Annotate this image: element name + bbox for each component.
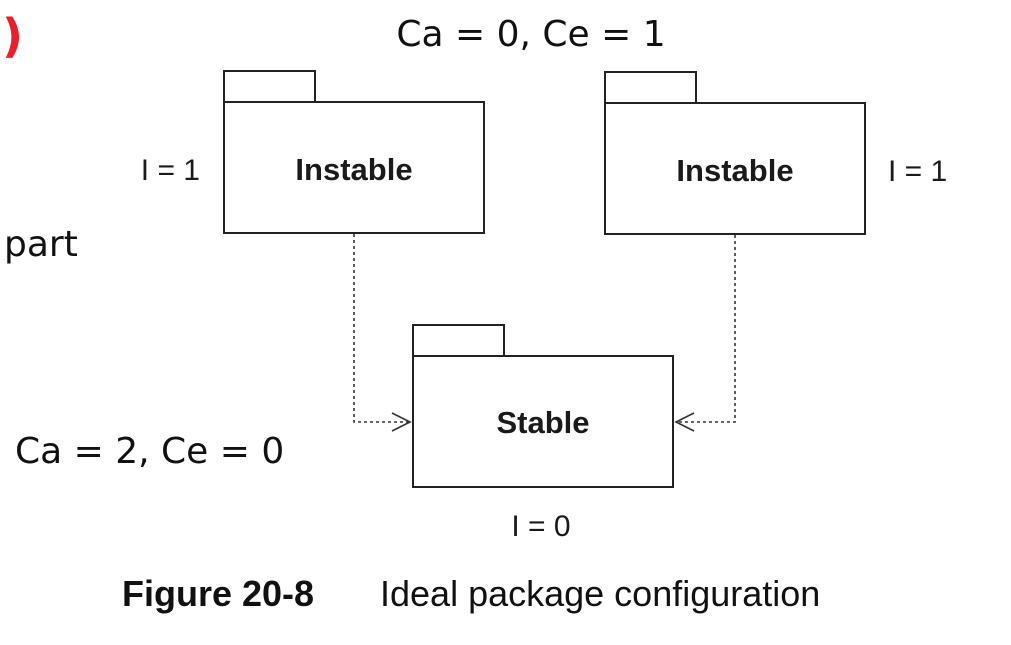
stable-instability-label: I = 0 <box>511 510 570 543</box>
package-name: Instable <box>676 153 793 188</box>
package-tab <box>223 70 316 103</box>
dependency-arrow-right-to-stable <box>674 235 736 432</box>
dependency-arrow-left-to-stable <box>353 234 412 432</box>
margin-text: part <box>4 224 78 265</box>
top-coupling-metric: Ca = 0, Ce = 1 <box>396 14 665 55</box>
figure-caption: Figure 20-8 Ideal package configuration <box>122 573 820 614</box>
right-instability-label: I = 1 <box>888 155 947 188</box>
red-parenthesis-mark: ) <box>2 9 23 63</box>
left-instability-label: I = 1 <box>141 154 200 187</box>
package-name: Stable <box>496 405 589 440</box>
package-right: Instable <box>604 71 866 235</box>
package-body <box>223 101 485 234</box>
dependency-line <box>676 235 736 423</box>
dependency-line <box>353 234 409 423</box>
open-arrowhead-icon <box>674 412 695 432</box>
package-stable: Stable <box>412 324 674 488</box>
package-tab <box>412 324 505 357</box>
stable-coupling-metric: Ca = 2, Ce = 0 <box>15 431 284 472</box>
open-arrowhead-icon <box>391 412 412 432</box>
package-body <box>604 102 866 235</box>
figure-title: Ideal package configuration <box>380 573 820 614</box>
package-body <box>412 355 674 488</box>
package-left: Instable <box>223 70 485 234</box>
figure-number: Figure 20-8 <box>122 573 314 614</box>
package-tab <box>604 71 697 104</box>
package-name: Instable <box>295 152 412 187</box>
